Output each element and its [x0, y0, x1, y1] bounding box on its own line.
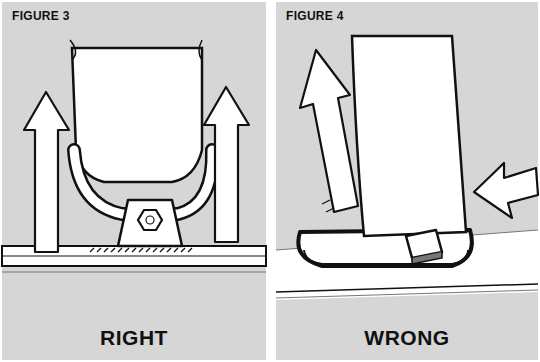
- floor-line: [276, 290, 538, 298]
- side-force-arrow: [474, 163, 538, 218]
- figure-number: FIGURE 4: [286, 9, 344, 23]
- verdict-label: WRONG: [276, 326, 538, 350]
- anchor-tab: [118, 200, 182, 246]
- anchor-bolt: [138, 210, 162, 230]
- belt-strap: [72, 48, 202, 182]
- belt-strap: [352, 36, 466, 236]
- floor-line: [2, 272, 266, 273]
- pull-arrow: [204, 87, 249, 242]
- figure-panel: FIGURE 4 WRONG: [276, 2, 538, 360]
- bolt-center: [146, 216, 154, 224]
- figure-panel: FIGURE 3 RIGHT: [2, 2, 266, 360]
- strap-edge: [70, 40, 202, 60]
- anchor-plate: [298, 230, 472, 266]
- weld-hatching: [90, 248, 192, 252]
- plate-edge: [304, 250, 468, 264]
- verdict-label: RIGHT: [2, 326, 266, 350]
- anchor-bracket-outline: [74, 150, 212, 214]
- floor-plane: [276, 230, 538, 300]
- figure-number: FIGURE 3: [12, 9, 70, 23]
- floor-line: [276, 230, 538, 250]
- bolt-side: [412, 252, 442, 264]
- anchor-bolt: [406, 230, 442, 258]
- pull-arrow: [300, 50, 358, 212]
- floor-line: [276, 284, 538, 292]
- anchor-bracket: [74, 150, 212, 214]
- motion-mark: [322, 200, 334, 212]
- floor-rail: [2, 246, 266, 266]
- pull-arrow: [24, 92, 69, 252]
- floor-line: [2, 256, 266, 257]
